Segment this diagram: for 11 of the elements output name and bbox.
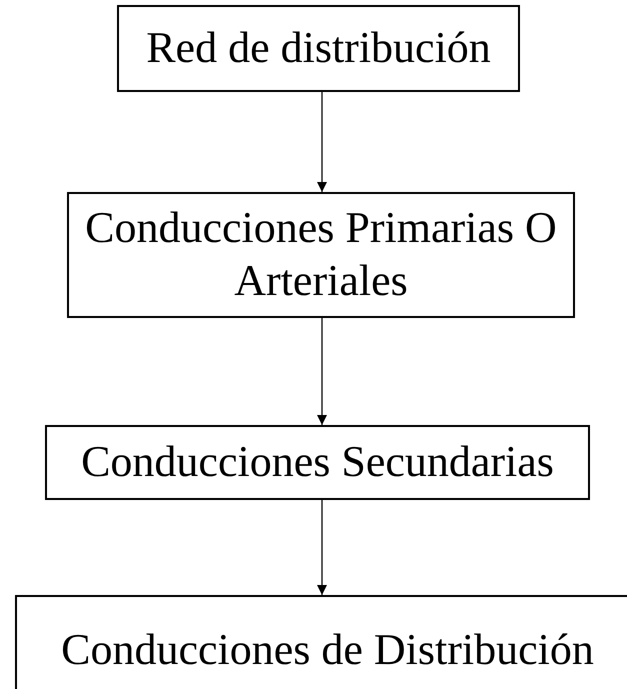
process-box	[15, 595, 627, 689]
process-box	[45, 425, 590, 500]
arrow	[317, 318, 327, 425]
process-box	[67, 192, 575, 318]
box-label: Red de distribución	[146, 22, 491, 74]
box-label: Conducciones Primarias O Arteriales	[84, 202, 558, 307]
box-label: Conducciones Secundarias	[81, 436, 554, 488]
process-box	[117, 5, 520, 92]
box-label: Conducciones de Distribución	[61, 624, 594, 676]
arrow	[317, 500, 327, 595]
arrow	[317, 92, 327, 192]
